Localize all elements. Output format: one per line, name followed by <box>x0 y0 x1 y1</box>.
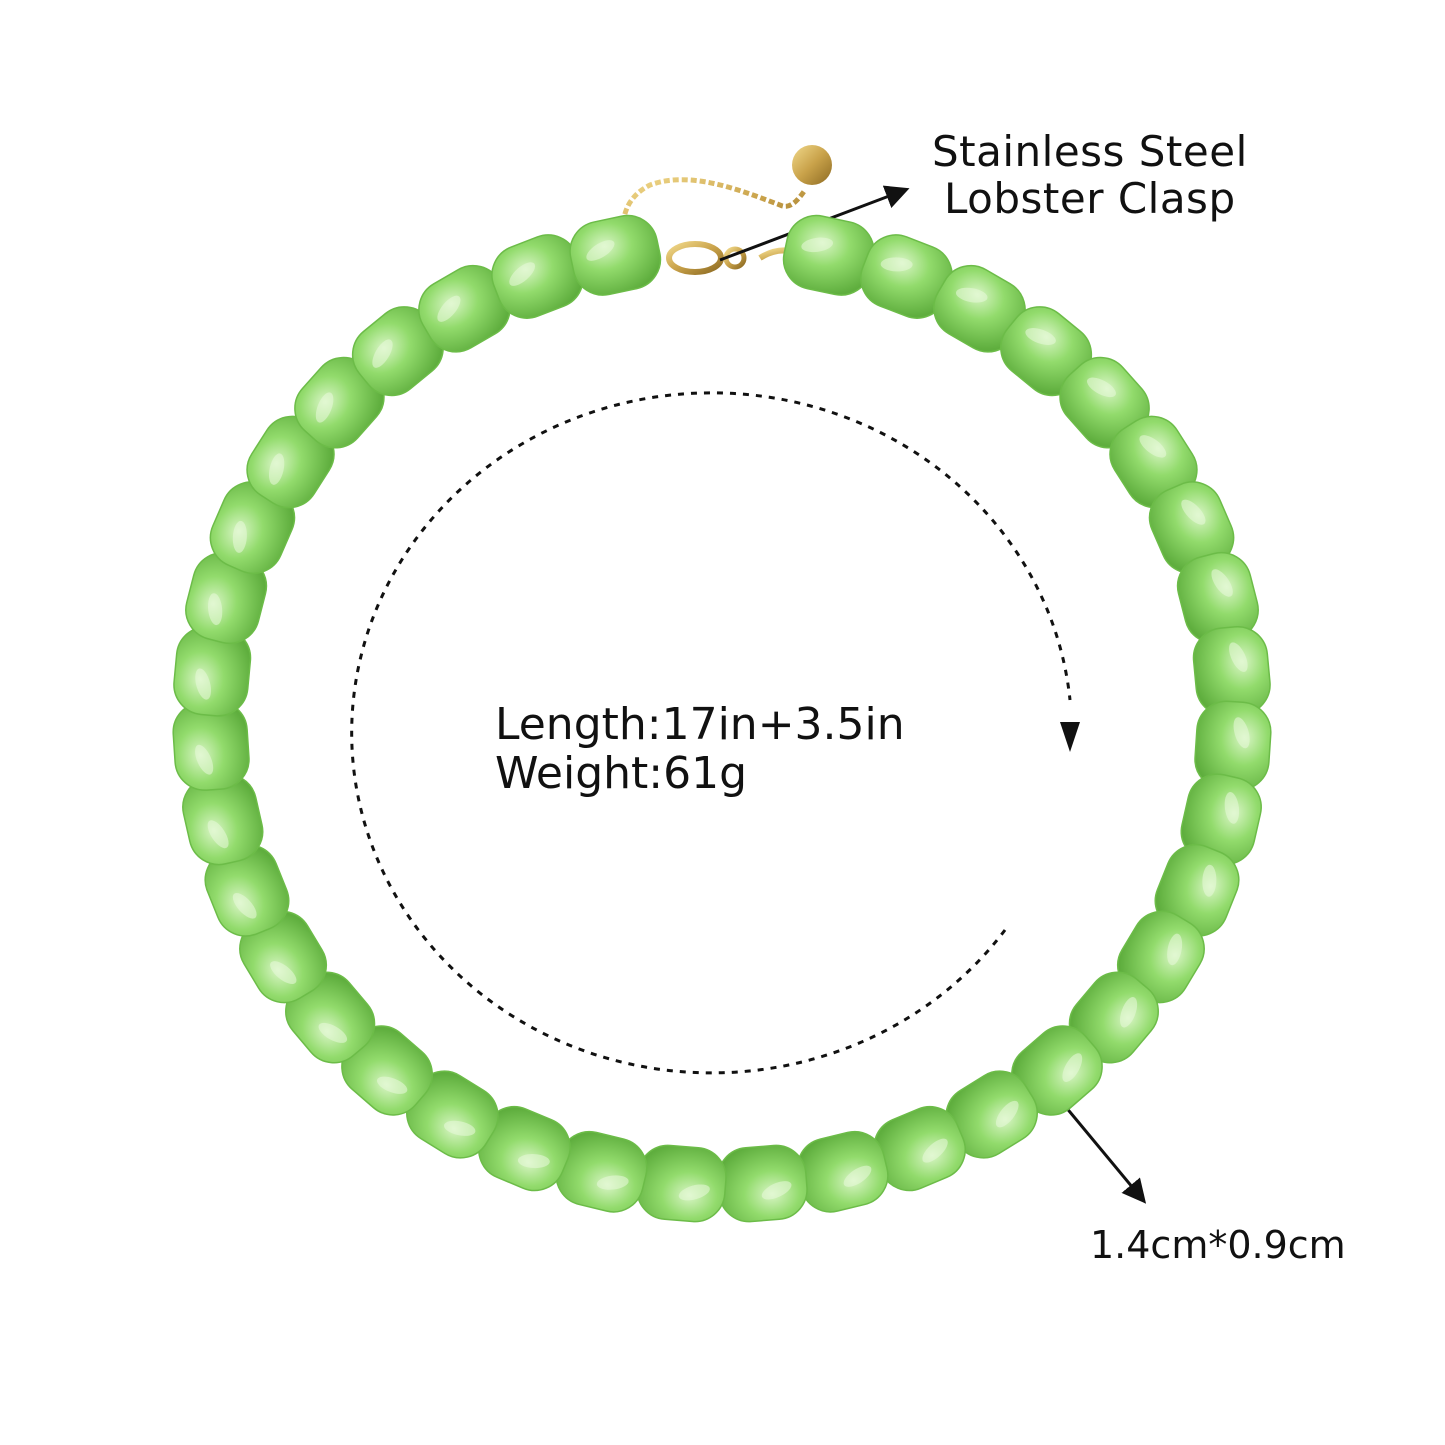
bead-highlight <box>801 237 834 253</box>
bead-highlight <box>1167 933 1183 966</box>
length-dashed-arc <box>350 391 1072 1075</box>
bead-highlight <box>761 1181 792 1200</box>
green-bead <box>636 1144 727 1223</box>
bead-strand <box>172 214 1272 1223</box>
bead-highlight <box>955 287 988 303</box>
length-spec: Length:17in+3.5in <box>495 699 905 750</box>
bead-highlight <box>232 520 247 553</box>
bead-highlight <box>195 744 214 775</box>
weight-spec: Weight:61g <box>495 748 748 800</box>
bead-highlight <box>843 1165 872 1187</box>
bead-highlight <box>1233 717 1250 749</box>
bead-pointer-arrow <box>1058 1099 1147 1204</box>
bead-highlight <box>372 339 393 368</box>
bead-highlight <box>443 1120 476 1136</box>
bead-highlight <box>318 1022 348 1043</box>
specs-block: Length:17in+3.5in Weight:61g <box>495 700 905 799</box>
bead-highlight <box>207 820 229 849</box>
clasp-callout-line2: Lobster Clasp <box>944 174 1236 224</box>
bead-highlight <box>1025 328 1056 345</box>
length-arrowhead <box>1060 722 1080 752</box>
bead-highlight <box>1119 997 1138 1028</box>
bead-highlight <box>1087 377 1116 398</box>
bead-highlight <box>1229 642 1248 672</box>
bead-highlight <box>208 593 223 626</box>
bead-highlight <box>315 392 334 423</box>
bead-highlight <box>1062 1053 1083 1082</box>
clasp-callout: Stainless Steel Lobster Clasp <box>932 128 1248 222</box>
bead-highlight <box>1202 864 1217 897</box>
green-bead <box>717 1144 808 1223</box>
bead-highlight <box>586 240 615 261</box>
bead-highlight <box>195 668 212 700</box>
bead-highlight <box>232 893 257 919</box>
bead-highlight <box>1224 792 1240 824</box>
bead-highlight <box>678 1184 710 1201</box>
bead-highlight <box>1211 569 1233 597</box>
bead-highlight <box>517 1154 550 1169</box>
bead-highlight <box>1139 435 1167 458</box>
bead-highlight <box>268 453 285 485</box>
green-bead <box>569 214 662 296</box>
clasp-callout-line1: Stainless Steel <box>932 127 1248 176</box>
bead-highlight <box>376 1076 408 1094</box>
bead-highlight <box>509 262 536 286</box>
bead-highlight <box>270 961 297 985</box>
bead-highlight <box>437 295 461 322</box>
bead-highlight <box>1181 499 1206 525</box>
bead-size-label: 1.4cm*0.9cm <box>1090 1223 1346 1267</box>
bead-highlight <box>995 1100 1019 1128</box>
bead-highlight <box>880 257 913 272</box>
bead-highlight <box>922 1138 948 1163</box>
bead-highlight <box>596 1175 629 1190</box>
